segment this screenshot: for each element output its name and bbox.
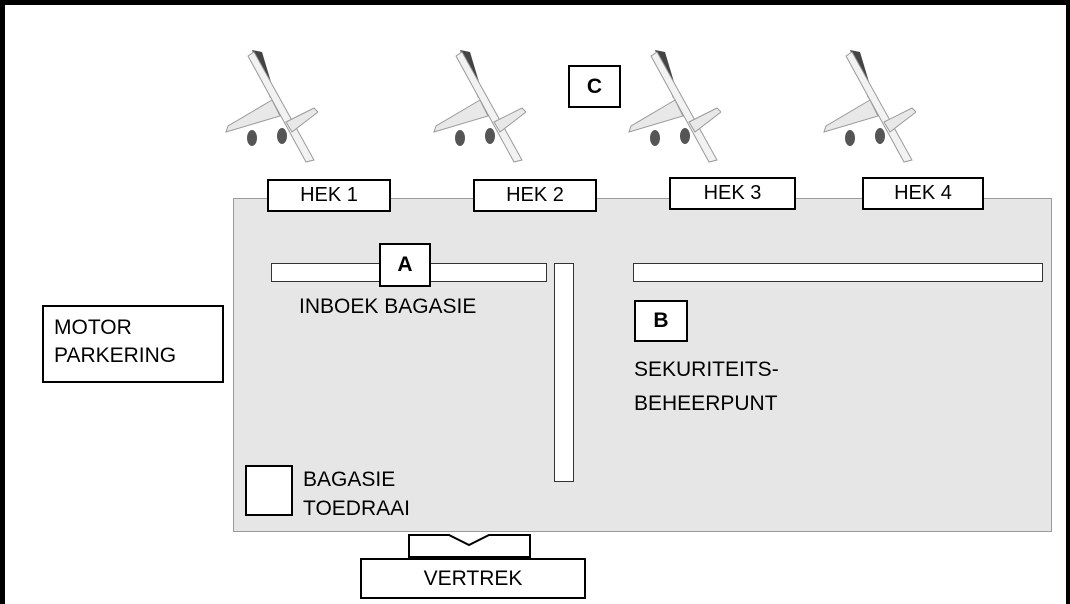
airplane-icon bbox=[433, 50, 526, 163]
baggage-carousel-line-2: TOEDRAAI bbox=[303, 497, 410, 520]
security-label: SEKURITEITS- BEHEERPUNT bbox=[634, 356, 779, 417]
gate-2-label: HEK 2 bbox=[473, 179, 597, 212]
marker-a: A bbox=[379, 243, 431, 287]
airplane-icon bbox=[628, 50, 721, 163]
divider-wall bbox=[554, 263, 574, 482]
gate-4-label: HEK 4 bbox=[862, 177, 984, 210]
baggage-carousel-box bbox=[245, 465, 293, 516]
terminal-building bbox=[233, 198, 1052, 532]
departure-label: VERTREK bbox=[360, 558, 586, 599]
parking-label-line-1: MOTOR bbox=[54, 316, 132, 339]
gate-3-label: HEK 3 bbox=[669, 177, 796, 210]
security-label-line-2: BEHEERPUNT bbox=[634, 392, 778, 415]
security-counter bbox=[633, 263, 1043, 282]
security-label-line-1: SEKURITEITS- bbox=[634, 358, 779, 381]
entrance-arrow-icon bbox=[408, 534, 531, 558]
marker-c: C bbox=[568, 65, 621, 108]
parking-label-line-2: PARKERING bbox=[54, 344, 177, 367]
gate-1-label: HEK 1 bbox=[267, 179, 391, 212]
baggage-carousel-line-1: BAGASIE bbox=[303, 468, 396, 491]
airplane-icon bbox=[225, 50, 318, 163]
check-in-label: INBOEK BAGASIE bbox=[299, 295, 477, 318]
marker-b: B bbox=[634, 300, 688, 342]
parking-box: MOTOR PARKERING bbox=[42, 305, 224, 383]
parking-label: MOTOR PARKERING bbox=[54, 314, 222, 370]
airplane-icon bbox=[823, 50, 916, 163]
baggage-carousel-label: BAGASIE TOEDRAAI bbox=[303, 465, 410, 523]
